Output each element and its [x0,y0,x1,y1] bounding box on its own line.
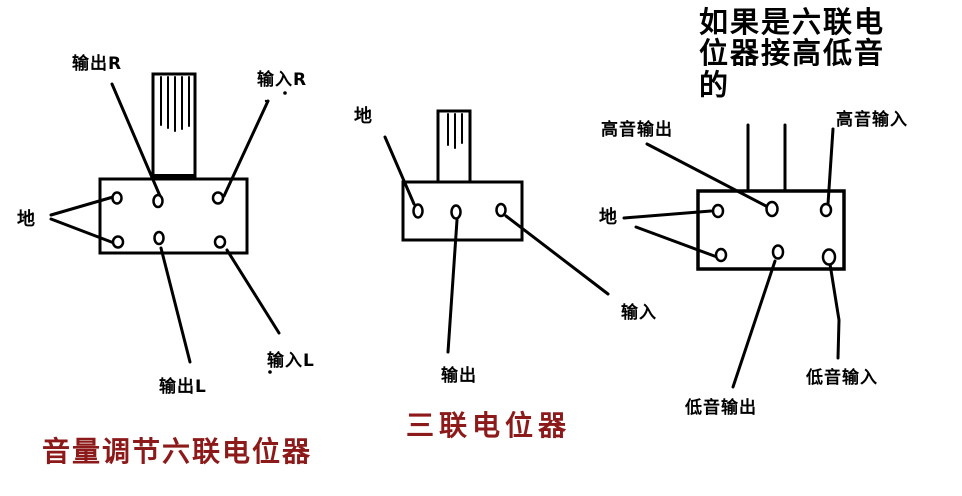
pot-volume-terminals [111,191,227,249]
terminal [819,202,833,218]
pot-tone-pointer-lines [622,127,841,389]
label-output-l: 输出L [159,377,207,397]
stray-marks [264,91,287,374]
label-input-r: 输入R [257,70,308,90]
caption-triple-pot: 三联电位器 [406,411,572,442]
pot-triple-shaft-knurling [447,113,463,149]
label-input-l: 输入L [267,351,315,371]
pot-volume-shaft-base [153,174,195,179]
pointer-treble-output [645,142,768,208]
label-input-triple: 输入 [621,303,657,323]
terminal [111,235,125,249]
pointer-ground-bottom [634,225,719,259]
pointer-treble-input [826,127,835,206]
label-treble-output: 高音输出 [601,120,673,140]
pointer-bass-output [731,259,777,389]
terminal [111,191,123,205]
pointer-bass-input [828,262,841,360]
label-ground-triple: 地 [354,106,373,127]
terminal [213,235,227,249]
terminal [412,203,424,219]
label-output-r: 输出R [72,54,123,74]
terminal [495,202,507,218]
pointer-input-l [225,248,281,335]
pointer-ground-bottom [49,217,116,245]
terminal [765,200,779,218]
pot-volume-drawing [49,72,287,374]
pointer-output-r [110,82,162,198]
label-ground-volume: 地 [17,209,36,230]
title-tone-pot: 如果是六联电位器接高低音的 [699,7,886,102]
pointer-ground-top [622,209,713,220]
pot-tone-terminals [711,200,837,266]
terminal [821,248,837,266]
terminal [211,191,225,205]
label-treble-input: 高音输入 [836,110,908,130]
pot-tone-pins [746,123,787,192]
terminal [711,203,725,219]
pointer-output [446,218,459,354]
label-ground-tone: 地 [599,207,618,228]
pot-tone-drawing [622,123,846,389]
pointer-input [504,214,610,296]
label-output-triple: 输出 [441,366,477,386]
label-bass-input: 低音输入 [806,368,878,388]
pointer-output-l [159,246,192,364]
pointer-ground [383,135,416,206]
pot-volume-shaft-knurling [160,76,190,132]
pot-triple-pointer-lines [383,135,610,354]
terminal [714,247,728,263]
pot-triple-drawing [383,109,610,354]
terminal [152,193,164,209]
caption-volume-pot: 音量调节六联电位器 [42,437,313,468]
terminal [153,230,165,246]
pointer-input-r [222,99,270,198]
pot-volume-pointer-lines [49,82,281,364]
terminal [450,204,462,220]
pot-triple-terminals [412,202,507,220]
pointer-ground-top [49,195,115,217]
label-bass-output: 低音输出 [685,398,757,418]
terminal [771,244,785,260]
